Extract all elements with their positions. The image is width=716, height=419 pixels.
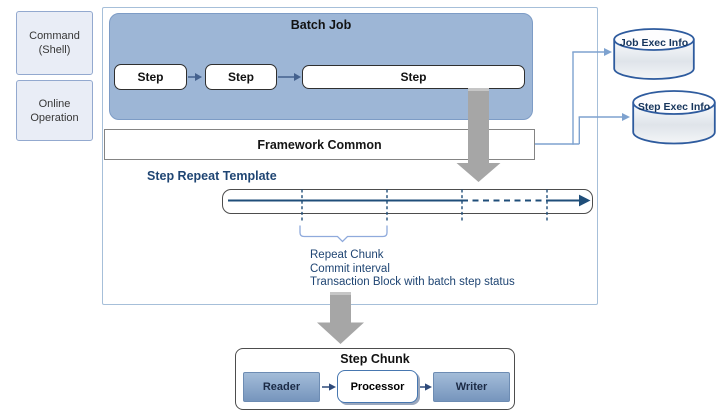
writer-box: Writer	[433, 372, 510, 402]
step-exec-info-db: Step Exec Info	[632, 90, 716, 146]
online-operation-box: Online Operation	[16, 80, 93, 141]
command-shell-box: Command (Shell)	[16, 11, 93, 75]
framework-common-bar: Framework Common	[104, 129, 535, 160]
processor-box: Processor	[337, 370, 418, 403]
step-repeat-template-label: Step Repeat Template	[147, 169, 277, 183]
reader-box: Reader	[243, 372, 320, 402]
annotation-repeat-chunk: Repeat Chunk	[310, 249, 384, 261]
step-box-2: Step	[205, 64, 277, 90]
database-cylinder-icon	[613, 28, 695, 80]
job-exec-info-db: Job Exec Info	[613, 28, 695, 80]
database-cylinder-icon	[632, 90, 716, 145]
step-chunk-title: Step Chunk	[340, 352, 410, 366]
step-box-3: Step	[302, 65, 525, 89]
annotation-transaction-block: Transaction Block with batch step status	[310, 276, 515, 288]
step-exec-info-label: Step Exec Info	[637, 101, 711, 113]
repeat-template-box	[222, 189, 593, 214]
job-exec-info-label: Job Exec Info	[619, 37, 689, 49]
repeat-annotations: Repeat Chunk Commit interval Transaction…	[310, 249, 515, 290]
batch-job-title: Batch Job	[290, 18, 352, 32]
step-box-1: Step	[114, 64, 187, 90]
annotation-commit-interval: Commit interval	[310, 262, 390, 275]
